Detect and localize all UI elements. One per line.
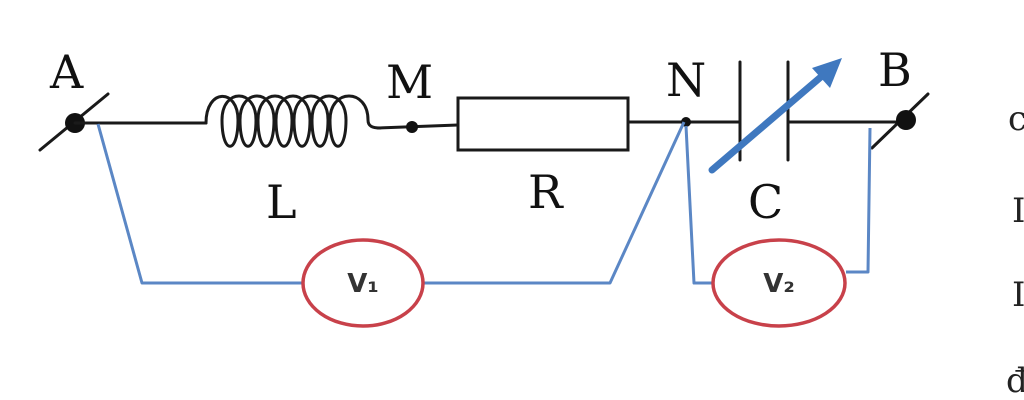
resistor-body [456,96,630,152]
voltmeter-v2-label: V₂ [763,269,795,299]
voltmeter-v1 [301,238,425,328]
node-label-a: A [49,45,84,99]
wire-l-r [376,123,460,130]
inductor-coil [204,94,382,148]
node-label-n: N [666,53,706,107]
inductor-label: L [266,175,297,229]
node-label-b: B [878,43,912,97]
terminal-b-dot [896,110,916,130]
node-m-dot [406,121,418,133]
v1-wire-right [422,121,686,285]
v2-wire-left [684,125,713,285]
edge-fragment-1: c [1008,99,1024,139]
resistor-label: R [528,165,564,219]
node-label-m: M [386,55,433,109]
variable-arrow-head [812,58,842,88]
v2-wire-right [846,127,872,274]
edge-fragment-3: I [1012,275,1024,315]
voltmeter-v2 [711,238,847,328]
voltmeter-v1-label: V₁ [347,269,379,299]
edge-fragment-2: I [1012,191,1024,231]
variable-arrow-shaft [708,72,826,174]
capacitor-label: C [748,175,783,229]
edge-fragment-4: đ [1006,361,1024,400]
v1-wire-left [96,123,303,285]
